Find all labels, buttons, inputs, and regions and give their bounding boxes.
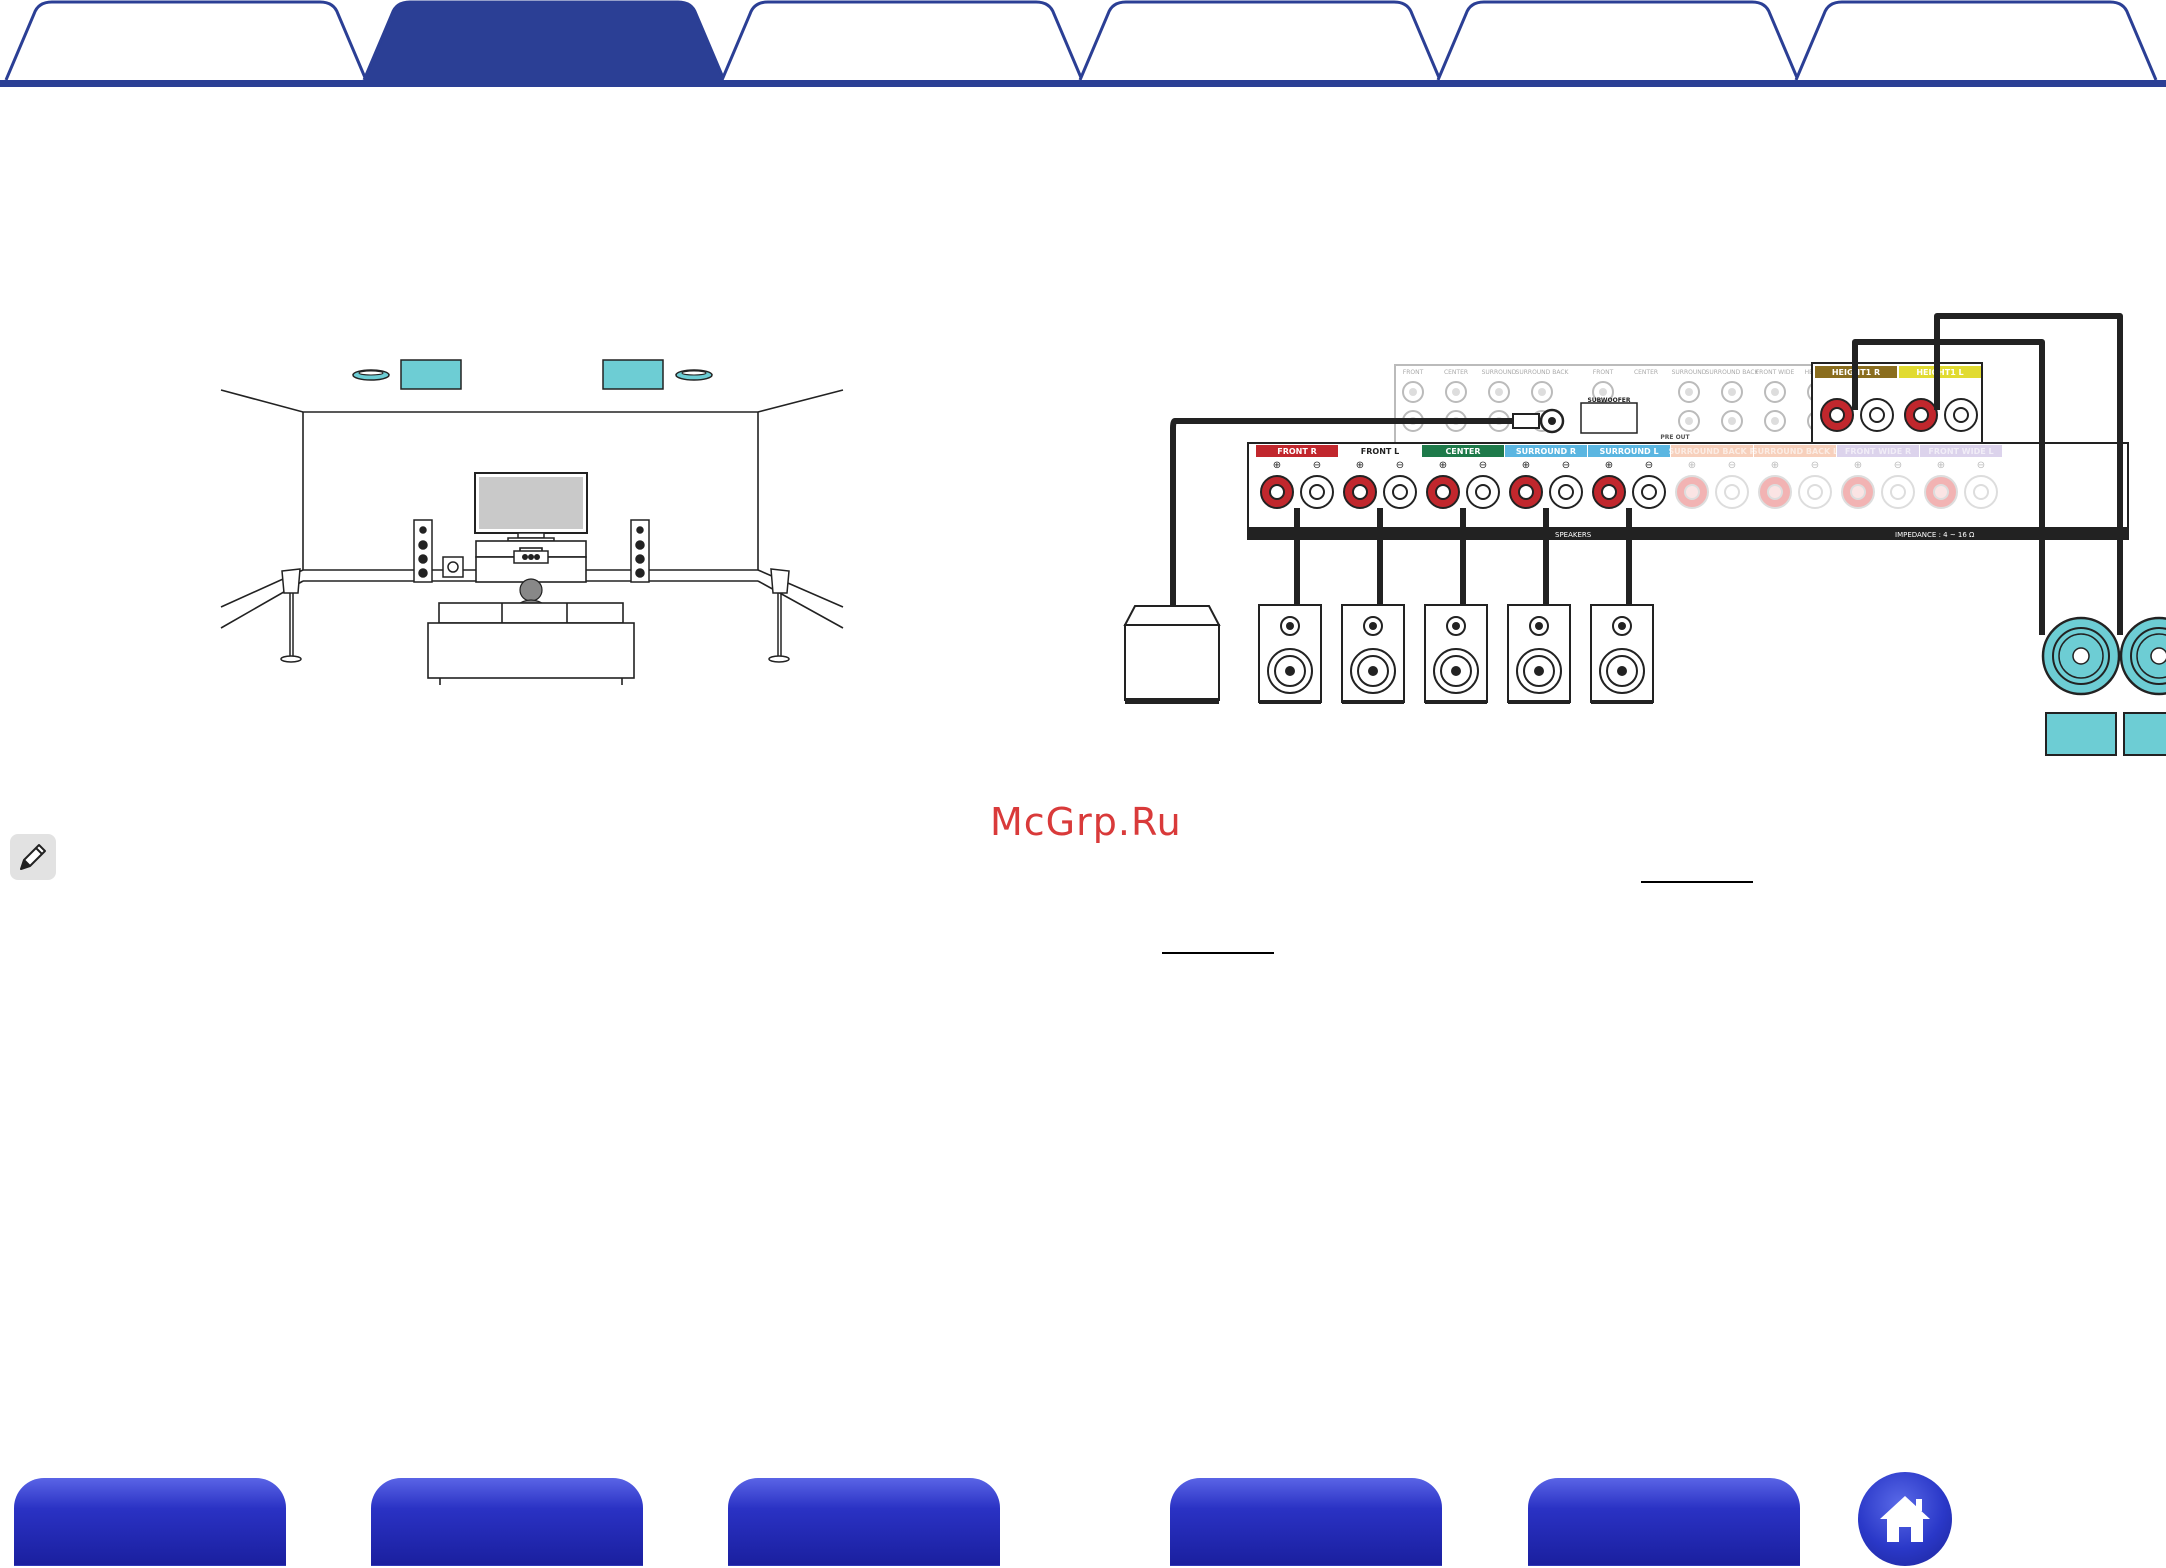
- svg-text:⊖: ⊖: [1728, 460, 1736, 471]
- svg-text:⊕: ⊕: [1439, 460, 1447, 471]
- tab-3[interactable]: [720, 0, 1084, 81]
- speaker-box-icon: [1507, 604, 1571, 704]
- speaker-box-icon: [1590, 604, 1654, 704]
- subwoofer-jack: [1580, 402, 1638, 434]
- channel-label: SURROUND BACK R: [1668, 447, 1755, 456]
- svg-text:⊕: ⊕: [1356, 460, 1364, 471]
- front-speaker-right-icon: [630, 519, 650, 583]
- nav-button-1[interactable]: [14, 1478, 286, 1566]
- ceiling-speaker-round-icon: [2119, 616, 2166, 696]
- svg-text:⊖: ⊖: [1645, 460, 1653, 471]
- impedance-label: IMPEDANCE : 4 ~ 16 Ω: [1895, 531, 1975, 539]
- center-speaker-icon: [513, 550, 549, 564]
- svg-text:⊖: ⊖: [1811, 460, 1819, 471]
- nav-button-3[interactable]: [728, 1478, 1000, 1566]
- channel-label: SURROUND BACK L: [1752, 447, 1838, 456]
- tab-underline: [0, 80, 2166, 87]
- height-speaker-box-left: [400, 359, 462, 390]
- svg-text:⊖: ⊖: [1977, 460, 1985, 471]
- pre-out-channel-label: CENTER: [1634, 369, 1658, 376]
- surround-speaker-left-icon: [280, 568, 302, 663]
- note-pencil-icon: [10, 834, 56, 880]
- ceiling-speaker-left: [352, 369, 390, 381]
- pre-out-channel-label: FRONT: [1403, 369, 1424, 376]
- subwoofer-icon: [442, 556, 464, 578]
- nav-button-2[interactable]: [371, 1478, 643, 1566]
- subwoofer-label: SUBWOOFER: [1587, 397, 1630, 404]
- room-layout-illustration: [220, 359, 844, 685]
- subwoofer-box-icon: [1123, 605, 1221, 704]
- speaker-terminal-panel: SPEAKERS IMPEDANCE : 4 ~ 16 Ω FRONT R ⊕ ⊖ FRO…: [1247, 442, 2129, 540]
- channel-label: FRONT WIDE L: [1928, 447, 1993, 456]
- tab-5[interactable]: [1436, 0, 1800, 81]
- speakers-label: SPEAKERS: [1555, 531, 1592, 539]
- speaker-box-icon: [1341, 604, 1405, 704]
- channel-label: FRONT WIDE R: [1845, 447, 1911, 456]
- svg-text:⊕: ⊕: [1937, 460, 1945, 471]
- front-speaker-left-icon: [413, 519, 433, 583]
- channel-label: FRONT L: [1361, 447, 1399, 456]
- tab-2[interactable]: [362, 0, 726, 81]
- rca-plug: [1512, 413, 1540, 429]
- svg-text:⊖: ⊖: [1396, 460, 1404, 471]
- pre-out-channel-label: SURROUND BACK: [1706, 369, 1760, 376]
- surround-speaker-right-icon: [768, 568, 790, 663]
- pre-out-channel-label: SURROUND: [1672, 369, 1707, 376]
- speaker-box-icon: [1258, 604, 1322, 704]
- svg-text:⊕: ⊕: [1688, 460, 1696, 471]
- tab-6[interactable]: [1794, 0, 2158, 81]
- link-underline[interactable]: [1641, 881, 1753, 883]
- sofa-icon: [427, 602, 635, 685]
- svg-text:⊕: ⊕: [1771, 460, 1779, 471]
- nav-button-4[interactable]: [1170, 1478, 1442, 1566]
- svg-text:⊕: ⊕: [1854, 460, 1862, 471]
- svg-text:⊕: ⊕: [1605, 460, 1613, 471]
- svg-text:⊖: ⊖: [1313, 460, 1321, 471]
- pre-out-channel-label: CENTER: [1444, 369, 1468, 376]
- channel-label: CENTER: [1445, 447, 1480, 456]
- tab-bar: [0, 0, 2166, 87]
- pre-out-channel-label: SURROUND BACK: [1516, 369, 1570, 376]
- ceiling-speaker-round-icon: [2041, 616, 2121, 696]
- speaker-box-icon: [1424, 604, 1488, 704]
- pre-out-label: PRE OUT: [1660, 434, 1690, 441]
- speaker-cables: [1170, 313, 2123, 635]
- height-speaker-box-right: [602, 359, 664, 390]
- pre-out-channel-label: FRONT WIDE: [1756, 369, 1795, 376]
- watermark: McGrp.Ru: [990, 800, 1182, 844]
- svg-text:⊖: ⊖: [1894, 460, 1902, 471]
- link-underline[interactable]: [1162, 952, 1274, 954]
- height-speaker-box: [2045, 712, 2117, 756]
- home-button[interactable]: [1858, 1472, 1952, 1566]
- tab-1[interactable]: [4, 0, 368, 81]
- pre-out-channel-label: FRONT: [1593, 369, 1614, 376]
- tab-4[interactable]: [1078, 0, 1442, 81]
- tv-icon: [474, 472, 588, 542]
- svg-text:⊕: ⊕: [1522, 460, 1530, 471]
- channel-label: SURROUND R: [1516, 447, 1576, 456]
- pre-out-channel-label: SURROUND: [1482, 369, 1517, 376]
- channel-label: FRONT R: [1277, 447, 1317, 456]
- nav-button-5[interactable]: [1528, 1478, 1800, 1566]
- svg-text:⊖: ⊖: [1562, 460, 1570, 471]
- svg-text:⊕: ⊕: [1273, 460, 1281, 471]
- height-speaker-box: [2123, 712, 2166, 756]
- ceiling-speaker-right: [675, 369, 713, 381]
- home-icon: [1880, 1496, 1930, 1542]
- channel-label: SURROUND L: [1599, 447, 1658, 456]
- svg-text:⊖: ⊖: [1479, 460, 1487, 471]
